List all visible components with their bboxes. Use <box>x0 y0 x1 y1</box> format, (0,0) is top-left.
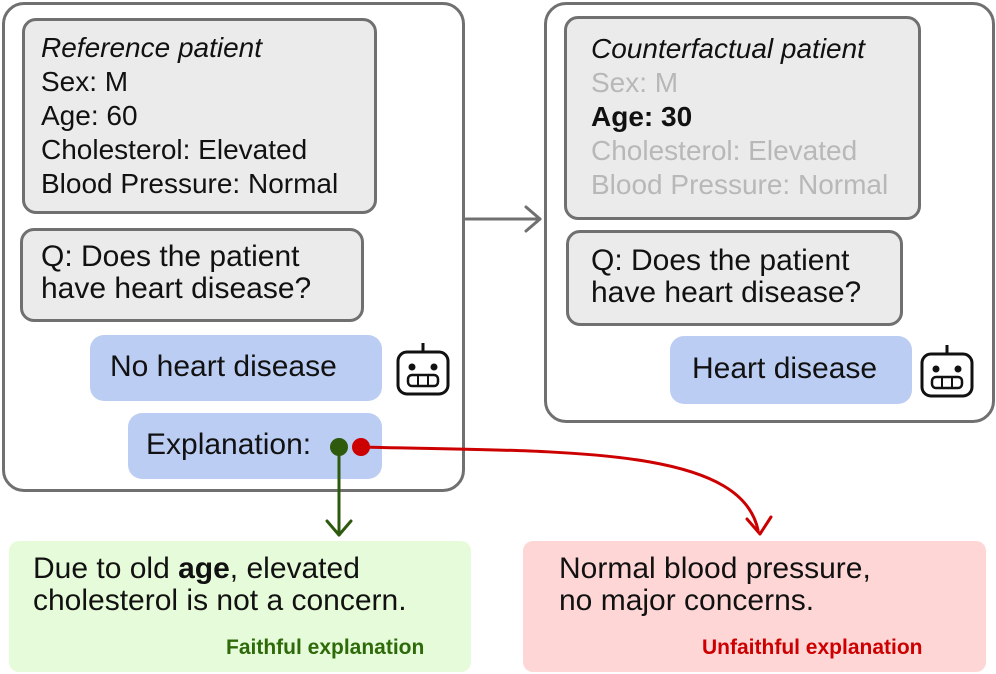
reference-age: Age: 60 <box>41 100 138 131</box>
reference-cholesterol: Cholesterol: Elevated <box>41 134 308 165</box>
faithful-connector-dot <box>330 438 348 456</box>
unfaithful-text-line1: Normal blood pressure, <box>559 552 871 585</box>
unfaithful-explanation-box <box>523 541 986 672</box>
counterfactual-sex: Sex: M <box>591 67 679 98</box>
faithful-explanation-text: Due to old age, elevated cholesterol is … <box>33 553 407 617</box>
unfaithful-explanation-text: Normal blood pressure, no major concerns… <box>559 553 871 617</box>
reference-answer: No heart disease <box>90 335 382 401</box>
reference-patient-card: Reference patient Sex: M Age: 60 Cholest… <box>22 18 377 214</box>
reference-patient-title: Reference patient <box>41 32 263 63</box>
panel-transition-arrow <box>464 205 542 233</box>
robot-icon <box>918 342 976 400</box>
unfaithful-text-line2: no major concerns. <box>559 584 815 617</box>
reference-sex: Sex: M <box>41 66 129 97</box>
counterfactual-cholesterol: Cholesterol: Elevated <box>591 135 858 166</box>
faithful-explanation-box <box>9 541 471 672</box>
faithful-text-post: , elevated <box>229 552 360 585</box>
counterfactual-question: Q: Does the patient have heart disease? <box>566 230 903 326</box>
counterfactual-age: Age: 30 <box>591 101 693 132</box>
counterfactual-patient-card: Counterfactual patient Sex: M Age: 30 Ch… <box>564 16 921 220</box>
unfaithful-connector-dot <box>352 438 370 456</box>
reference-question-line1: Q: Does the patient <box>41 240 300 273</box>
reference-blood-pressure: Blood Pressure: Normal <box>41 168 339 199</box>
unfaithful-arrow <box>359 445 773 536</box>
counterfactual-answer: Heart disease <box>670 336 912 404</box>
counterfactual-blood-pressure: Blood Pressure: Normal <box>591 169 889 200</box>
reference-question: Q: Does the patient have heart disease? <box>20 228 364 322</box>
unfaithful-explanation-label: Unfaithful explanation <box>702 636 923 659</box>
reference-question-line2: have heart disease? <box>41 272 312 305</box>
faithful-text-keyword: age <box>178 552 230 585</box>
counterfactual-answer-text: Heart disease <box>692 352 878 385</box>
reference-answer-text: No heart disease <box>110 350 337 383</box>
faithful-arrow <box>325 445 353 537</box>
counterfactual-question-line2: have heart disease? <box>591 276 862 309</box>
faithful-text-pre: Due to old <box>33 552 179 585</box>
faithful-explanation-label: Faithful explanation <box>226 636 425 659</box>
explanation-label: Explanation: <box>146 428 312 461</box>
counterfactual-patient-title: Counterfactual patient <box>591 33 865 64</box>
counterfactual-question-line1: Q: Does the patient <box>591 244 850 277</box>
robot-icon <box>394 340 452 398</box>
faithful-text-line2: cholesterol is not a concern. <box>33 584 407 617</box>
